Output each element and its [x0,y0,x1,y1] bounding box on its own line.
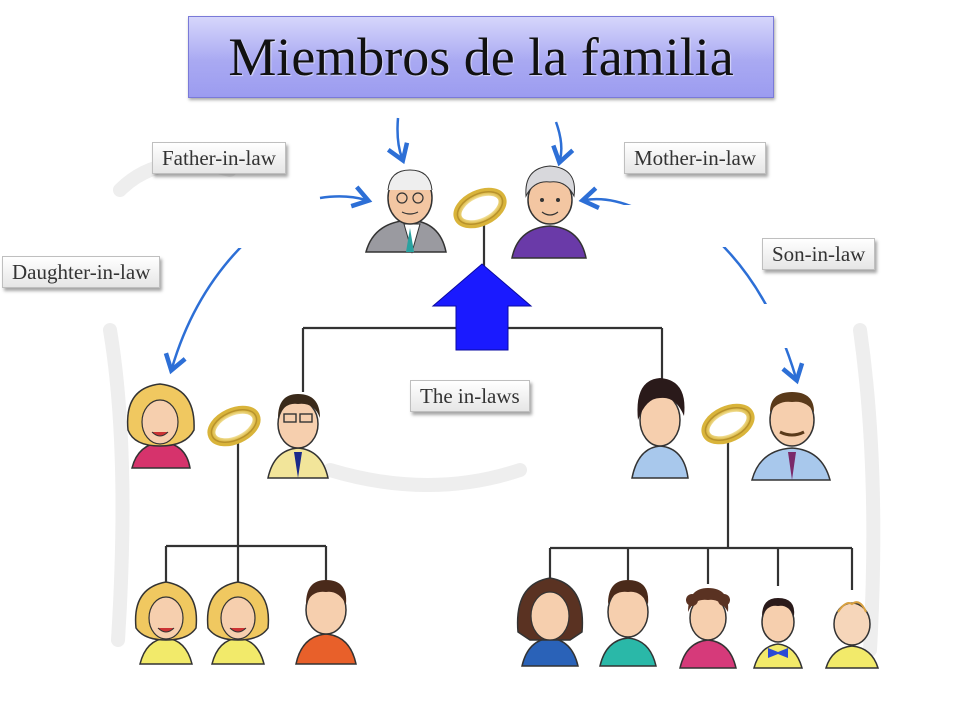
tree-lines [164,222,854,590]
grandfather-portrait [365,169,447,254]
label-son-in-law: Son-in-law [762,238,876,270]
grandchild-portrait [295,580,357,665]
arrow-to-daughter-in-law [163,237,251,375]
daughter-in-law-portrait [126,383,195,469]
grandchild-portrait [753,598,803,669]
label-daughter-in-law: Daughter-in-law [2,256,161,288]
grandchild-portrait [516,577,584,667]
grandmother-portrait [511,165,587,259]
up-arrow-icon [431,263,533,351]
son-in-law-portrait [751,392,831,481]
daughter-portrait-right [631,378,689,479]
arrow-to-son-in-law [714,237,805,385]
grandchild-portrait [824,601,880,669]
arrow-to-father [319,185,373,209]
title-box: Miembros de la familia [188,16,774,98]
ring-icon [453,187,507,229]
ring-icon [207,405,261,447]
grandchild-portrait [206,581,270,665]
label-the-in-laws: The in-laws [410,380,530,412]
arrow-down-left-top [386,117,410,165]
grandchild-portrait [599,580,657,667]
son-portrait-left [267,394,329,479]
ring-icon [701,403,755,445]
arrow-down-right-top [551,121,575,167]
label-father-in-law: Father-in-law [152,142,286,174]
grandchild-portrait [134,581,198,665]
grandchild-portrait [679,588,737,669]
slide-title: Miembros de la familia [228,27,734,87]
label-mother-in-law: Mother-in-law [624,142,767,174]
